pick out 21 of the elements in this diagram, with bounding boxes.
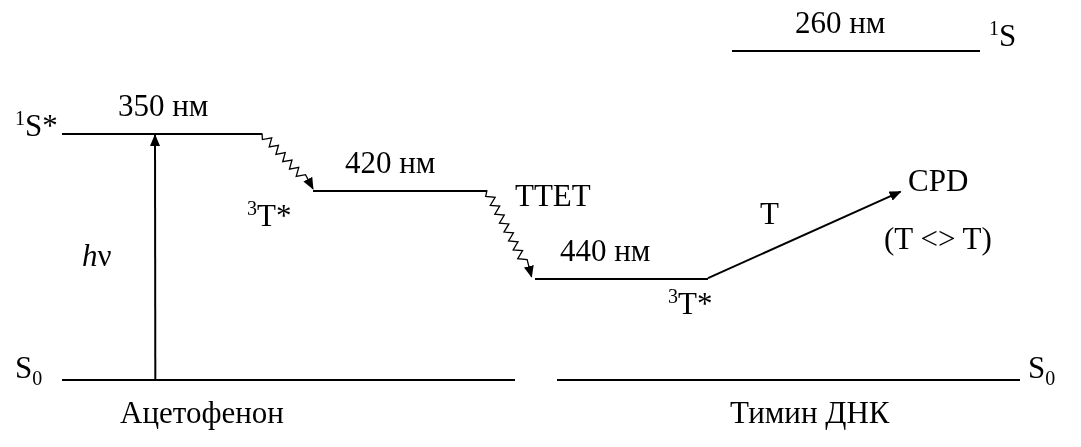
level-text: 350 нм [118, 90, 209, 121]
state-label: $^{1}$S [989, 18, 1017, 52]
level-text: Тимин ДНК [730, 397, 890, 428]
edge-label: hν [82, 240, 112, 271]
arrow [150, 134, 160, 380]
arrow [707, 190, 902, 280]
product-text: CPD [908, 165, 969, 196]
edge-label: TTET [515, 180, 591, 211]
state-label: S$_{0}$ [1028, 352, 1056, 389]
edge-label: T [760, 198, 779, 229]
state-label: $^{1}$S* [15, 108, 58, 142]
level-text: 420 нм [345, 147, 436, 178]
state-label: $^{3}$T* [247, 198, 292, 232]
product-text: (T <> T) [884, 223, 992, 254]
wavy-arrow [484, 189, 534, 278]
level-text: 260 нм [795, 7, 886, 38]
level-text: 440 нм [560, 235, 651, 266]
wavy-arrow [261, 132, 314, 190]
state-label: S$_{0}$ [15, 352, 43, 389]
level-text: Ацетофенон [120, 397, 284, 428]
state-label: $^{3}$T* [668, 286, 713, 320]
